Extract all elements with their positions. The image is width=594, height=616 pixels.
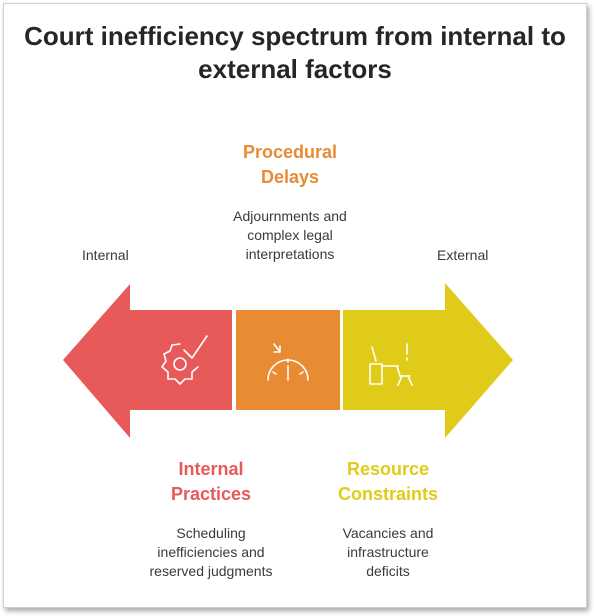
diagram-title: Court inefficiency spectrum from interna… <box>24 21 566 84</box>
gear-check-icon <box>161 335 208 385</box>
resource-constraints-heading: Resource Constraints <box>337 459 438 504</box>
right-arrowhead <box>445 283 513 438</box>
empty-desk-icon <box>369 343 413 386</box>
segment-internal-practices <box>130 310 232 410</box>
segment-resource-constraints <box>343 310 445 410</box>
speedometer-icon <box>267 343 309 381</box>
left-arrowhead <box>63 284 130 438</box>
internal-practices-heading: Internal Practices <box>170 459 252 504</box>
external-label: External <box>437 247 489 263</box>
resource-constraints-description: Vacancies and infrastructure deficits <box>342 525 434 579</box>
spectrum-arrow <box>63 283 513 438</box>
internal-label: Internal <box>82 247 129 263</box>
internal-practices-description: Scheduling inefficiencies and reserved j… <box>149 525 273 579</box>
procedural-delays-description: Adjournments and complex legal interpret… <box>233 208 347 262</box>
procedural-delays-heading: Procedural Delays <box>242 142 338 187</box>
diagram-card: Court inefficiency spectrum from interna… <box>3 3 587 608</box>
